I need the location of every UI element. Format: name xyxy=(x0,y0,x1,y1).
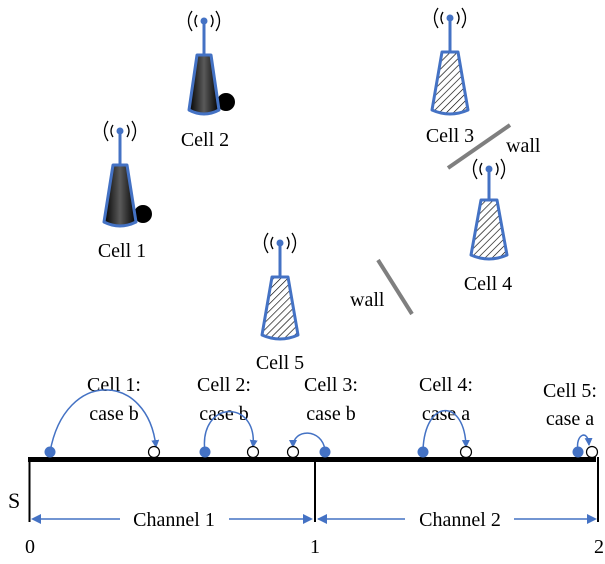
case-labels: Cell 1: case b Cell 2: case b Cell 3: ca… xyxy=(87,374,597,430)
channel-2-right-arrowhead xyxy=(587,514,597,524)
radio-tower-icon xyxy=(469,165,509,261)
signal-waves-icon xyxy=(187,10,221,32)
cell-label: Cell 5 xyxy=(256,352,304,374)
cell-label: Cell 1 xyxy=(98,240,146,262)
cell-5-move-arrow xyxy=(576,434,593,451)
wall-2: wall xyxy=(350,258,414,316)
cell-2: Cell 2 xyxy=(181,10,235,151)
cell-4: Cell 4 xyxy=(464,158,512,295)
s-label: S xyxy=(8,488,20,513)
case-cell-label: Cell 3: xyxy=(304,374,358,396)
channel-2-span: Channel 2 xyxy=(317,509,597,531)
case-type-label: case b xyxy=(89,403,138,425)
cell-3: Cell 3 xyxy=(426,7,474,147)
tick-label-2: 2 xyxy=(594,536,604,558)
signal-waves-icon xyxy=(103,120,137,142)
radio-tower-icon xyxy=(102,127,152,228)
channel-1-span: Channel 1 xyxy=(31,509,313,531)
case-cell-label: Cell 5: xyxy=(543,380,597,402)
case-type-label: case b xyxy=(306,403,355,425)
case-type-label: case a xyxy=(546,408,594,430)
tick-label-0: 0 xyxy=(25,536,35,558)
signal-waves-icon xyxy=(472,158,506,180)
case-type-label: case a xyxy=(422,403,470,425)
cell-5-end-dot xyxy=(585,445,599,459)
move-arrows xyxy=(49,389,593,453)
cell-4-start-dot xyxy=(417,446,429,458)
case-cell-label: Cell 4: xyxy=(419,374,473,396)
wall-label: wall xyxy=(350,289,385,311)
cell-2-start-dot xyxy=(199,446,211,458)
cell-1-end-dot xyxy=(147,445,161,459)
timeline: S Channel 1 Channel 2 0 1 2 xyxy=(8,445,604,558)
channel-2-label: Channel 2 xyxy=(419,509,501,531)
cell-1-move-arrow xyxy=(49,389,160,453)
cell-3-move-arrow xyxy=(289,432,326,451)
cell-1: Cell 1 xyxy=(98,120,152,262)
channel-1-left-arrowhead xyxy=(31,514,41,524)
radio-tower-icon xyxy=(187,17,235,116)
cell-5: Cell 5 xyxy=(256,232,304,374)
cell-2-end-dot xyxy=(246,445,260,459)
timeline-bar xyxy=(28,457,596,462)
cell-2-move-arrow xyxy=(203,410,258,453)
channel-2-left-arrowhead xyxy=(317,514,327,524)
cell-4-move-arrow xyxy=(422,409,470,451)
cell-3-start-dot xyxy=(319,446,331,458)
case-cell-label: Cell 2: xyxy=(197,374,251,396)
cell-1-start-dot xyxy=(44,446,56,458)
cell-3-end-dot xyxy=(286,445,300,459)
case-cell-label: Cell 1: xyxy=(87,374,141,396)
cell-label: Cell 4 xyxy=(464,273,512,295)
radio-tower-icon xyxy=(260,239,300,341)
tick-label-1: 1 xyxy=(310,536,320,558)
cell-4-end-dot xyxy=(459,445,473,459)
radio-tower-icon xyxy=(430,14,470,116)
cell-label: Cell 2 xyxy=(181,129,229,151)
wall-label: wall xyxy=(506,135,541,157)
signal-waves-icon xyxy=(433,7,467,29)
channel-1-right-arrowhead xyxy=(303,514,313,524)
case-type-label: case b xyxy=(199,403,248,425)
cell-label: Cell 3 xyxy=(426,125,474,147)
signal-waves-icon xyxy=(263,232,297,254)
channel-1-label: Channel 1 xyxy=(133,509,215,531)
cell-5-start-dot xyxy=(572,446,584,458)
wall-1: wall xyxy=(446,123,541,170)
